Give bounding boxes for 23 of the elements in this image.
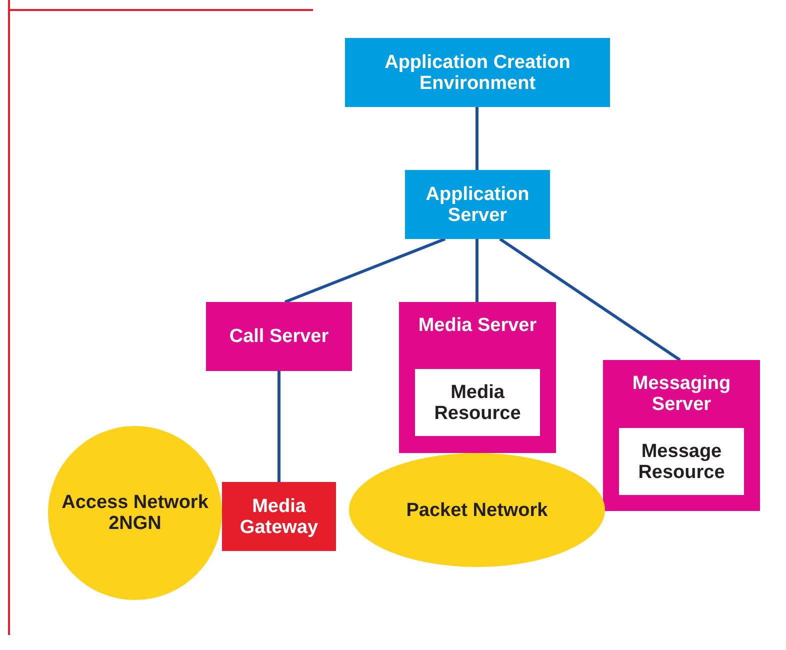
process-box — [405, 170, 550, 239]
node-label: Application Server — [424, 184, 530, 226]
connector-line — [284, 238, 446, 304]
connector-line — [278, 371, 280, 482]
process-box — [206, 302, 352, 371]
process-box — [345, 38, 610, 107]
node-label: Media Server — [418, 315, 537, 336]
node-label: Media Gateway — [238, 496, 320, 538]
connector-line — [499, 238, 681, 362]
node-label: Application Creation Environment — [384, 52, 572, 94]
gateway-box — [222, 482, 336, 551]
resource-box — [415, 369, 540, 436]
server-box — [399, 302, 556, 453]
node-label: Packet Network — [406, 500, 548, 520]
server-box — [603, 360, 760, 511]
resource-box — [619, 428, 744, 495]
connector-line — [476, 239, 478, 302]
node-label: Message Resource — [637, 440, 726, 482]
node-label: Media Resource — [433, 382, 522, 424]
node-label: Messaging Server — [631, 373, 732, 415]
node-label: Call Server — [229, 326, 329, 347]
connector-line — [476, 107, 478, 170]
node-label: Access Network 2NGN — [60, 492, 210, 534]
